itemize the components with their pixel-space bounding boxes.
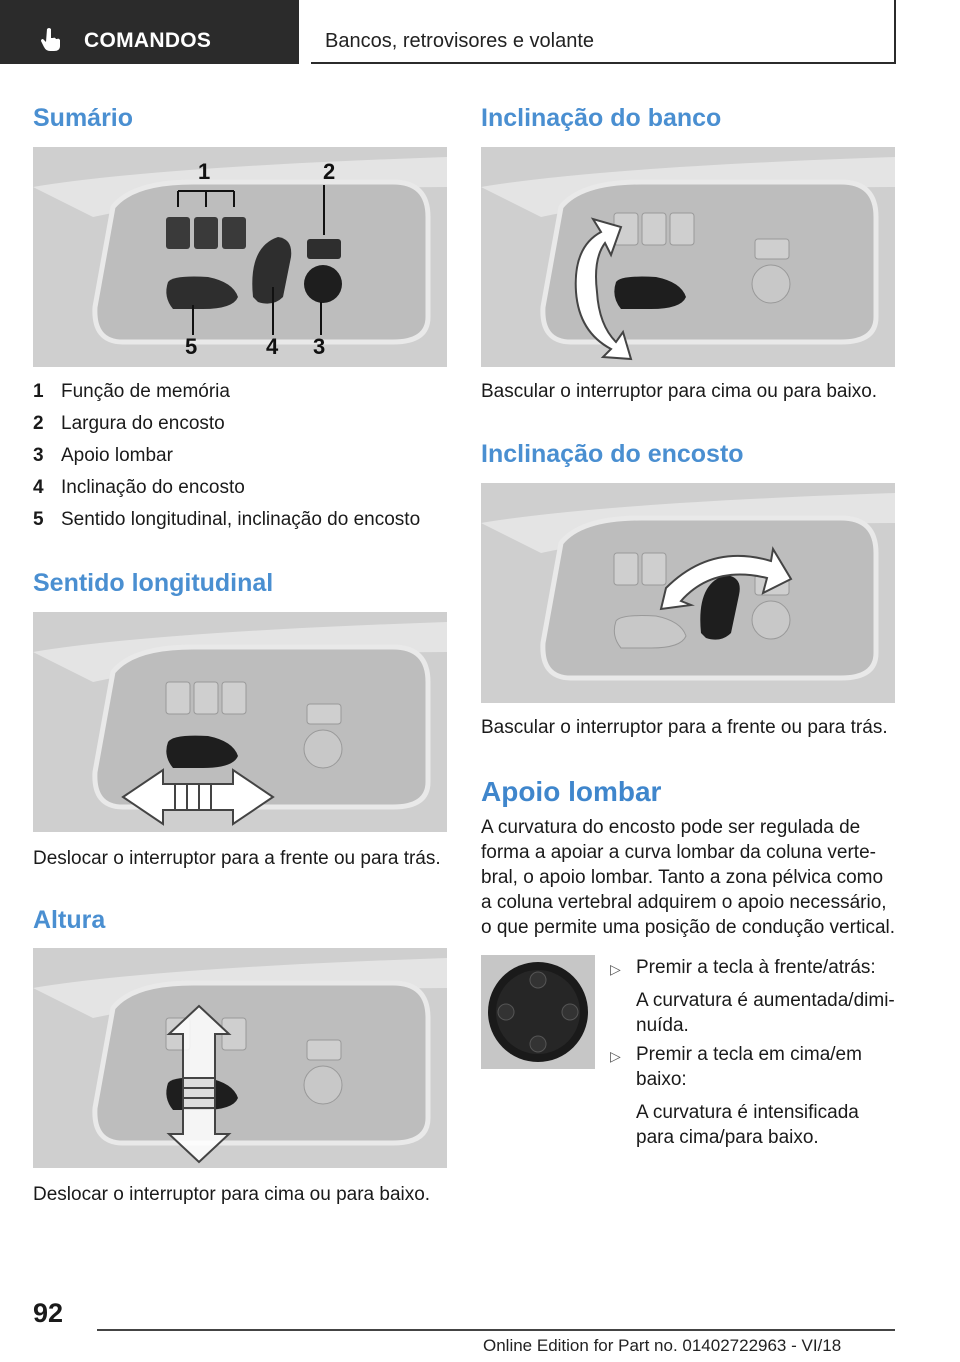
height-adjust-image — [33, 948, 447, 1168]
callout-3: 3 — [313, 334, 325, 359]
heading-sentido-longitudinal: Sentido longitudinal — [33, 569, 274, 597]
page-number: 92 — [33, 1298, 64, 1328]
banco-text: Bascular o interruptor para cima ou para… — [481, 381, 878, 402]
chapter-title: COMANDOS — [84, 29, 212, 52]
callout-4: 4 — [266, 334, 279, 359]
bullet-item: ▷ Premir a tecla à frente/atrás: A curva… — [610, 957, 895, 1036]
backrest-tilt-image — [481, 483, 895, 703]
hand-pointer-icon — [41, 28, 60, 51]
bullet-item: ▷ Premir a tecla em cima/em baixo: A cur… — [610, 1044, 862, 1148]
encosto-text: Bascular o interruptor para a frente ou … — [481, 717, 888, 738]
lombar-paragraph: A curvatura do encosto pode ser regulada… — [481, 817, 896, 938]
section-header: Bancos, retrovisores e volante — [311, 0, 896, 64]
seat-controls-overview-image: 1 2 5 4 3 — [33, 147, 447, 367]
heading-inclinacao-encosto: Inclinação do encosto — [481, 440, 744, 468]
callout-5: 5 — [185, 334, 197, 359]
callout-1: 1 — [198, 159, 210, 184]
section-title: Bancos, retrovisores e volante — [325, 30, 595, 52]
heading-inclinacao-banco: Inclinação do banco — [481, 104, 722, 132]
lumbar-button-image — [481, 955, 595, 1069]
callout-2: 2 — [323, 159, 335, 184]
heading-altura: Altura — [33, 906, 106, 934]
altura-text: Deslocar o interruptor para cima ou para… — [33, 1184, 431, 1205]
bullet-triangle-icon: ▷ — [610, 1048, 621, 1064]
heading-sumario: Sumário — [33, 104, 134, 132]
bullet-triangle-icon: ▷ — [610, 961, 621, 977]
heading-apoio-lombar: Apoio lombar — [481, 776, 662, 807]
chapter-tab: COMANDOS — [0, 0, 299, 64]
footer-divider — [97, 1329, 895, 1331]
longitudinal-text: Deslocar o interruptor para a frente ou … — [33, 848, 441, 869]
edition-note: Online Edition for Part no. 01402722963 … — [483, 1336, 842, 1355]
seat-tilt-image — [481, 147, 895, 367]
longitudinal-adjust-image — [33, 612, 447, 832]
